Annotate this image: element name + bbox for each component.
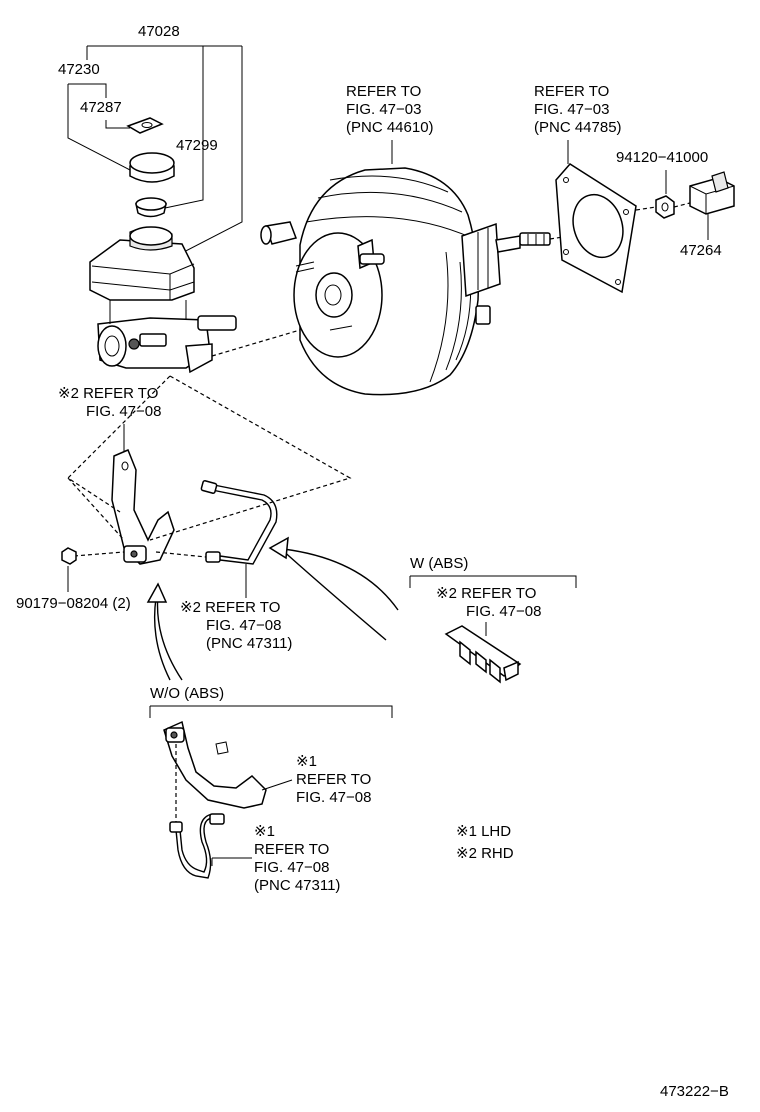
label-90179: 90179−08204 (2)	[16, 595, 131, 612]
reservoir-strainer-part	[135, 197, 167, 218]
label-rhd-tube-refer-3: (PNC 47311)	[206, 635, 292, 652]
wo-abs-bracket-line	[149, 705, 393, 718]
label-booster-refer-2: FIG. 47−03	[346, 101, 421, 118]
booster-to-master-dash	[211, 329, 301, 357]
label-wo-tube-mark: ※1	[254, 823, 275, 840]
rhd-brake-tube-part	[200, 480, 278, 565]
label-47287: 47287	[80, 99, 122, 116]
w-abs-bracket-line	[409, 575, 577, 588]
label-wo-abs: W/O (ABS)	[150, 685, 224, 702]
label-wo-tube-refer-3: (PNC 47311)	[254, 877, 340, 894]
label-rhd-bracket-refer-1: ※2 REFER TO	[58, 385, 158, 402]
label-wo-tube-refer-1: REFER TO	[254, 841, 329, 858]
label-wo-bracket-mark: ※1	[296, 753, 317, 770]
nut-part	[655, 195, 675, 219]
wo-abs-arrowhead	[146, 582, 168, 603]
wo-abs-arrow	[156, 593, 183, 681]
label-gasket-refer-2: FIG. 47−03	[534, 101, 609, 118]
nut-to-clevis-dash	[673, 202, 691, 208]
rhd-bracket-part	[111, 449, 175, 565]
label-booster-refer-1: REFER TO	[346, 83, 421, 100]
label-94120: 94120−41000	[616, 149, 708, 166]
wo-abs-arrow-curve-2	[153, 597, 171, 681]
label-w-abs: W (ABS)	[410, 555, 468, 572]
legend-rhd: ※2 RHD	[456, 845, 514, 862]
wo-brake-tube-part	[169, 813, 225, 879]
label-w-abs-refer-2: FIG. 47−08	[466, 603, 541, 620]
label-wo-bracket-refer-1: REFER TO	[296, 771, 371, 788]
label-w-abs-refer-1: ※2 REFER TO	[436, 585, 536, 602]
label-rhd-tube-refer-1: ※2 REFER TO	[180, 599, 280, 616]
w-abs-bracket-part	[444, 625, 522, 684]
label-47264: 47264	[680, 242, 722, 259]
clevis-part	[689, 171, 735, 215]
w-abs-arrow-curve-2	[279, 547, 387, 641]
booster-gasket-part	[555, 163, 637, 294]
rhd-tube-dash	[155, 551, 207, 558]
label-gasket-refer-1: REFER TO	[534, 83, 609, 100]
label-rhd-tube-refer-2: FIG. 47−08	[206, 617, 281, 634]
reservoir-gasket-part	[126, 117, 164, 134]
master-cylinder-assembly-part	[89, 226, 237, 374]
nut-to-gasket-dash	[635, 206, 657, 211]
brake-booster-part	[260, 167, 551, 396]
legend-lhd: ※1 LHD	[456, 823, 511, 840]
leader-47028	[86, 45, 243, 256]
rhd-nut-dash	[73, 551, 125, 557]
wo-bracket-part	[163, 720, 267, 809]
leader-47287	[105, 120, 130, 129]
w-abs-arrowhead	[268, 536, 289, 560]
label-booster-refer-3: (PNC 44610)	[346, 119, 434, 136]
label-wo-bracket-refer-2: FIG. 47−08	[296, 789, 371, 806]
label-47299: 47299	[176, 137, 218, 154]
label-47028: 47028	[138, 23, 180, 40]
label-47230: 47230	[58, 61, 100, 78]
leader-wo-bracket	[261, 779, 293, 791]
label-gasket-refer-3: (PNC 44785)	[534, 119, 622, 136]
rhd-bracket-dash-box	[67, 375, 352, 541]
leader-47230	[67, 83, 131, 171]
figure-id: 473222−B	[660, 1083, 729, 1100]
leader-wo-tube	[211, 857, 252, 866]
label-wo-tube-refer-2: FIG. 47−08	[254, 859, 329, 876]
label-rhd-bracket-refer-2: FIG. 47−08	[86, 403, 161, 420]
flange-nut-part	[61, 547, 77, 565]
reservoir-cap-part	[129, 152, 175, 183]
w-abs-arrow	[273, 547, 399, 611]
